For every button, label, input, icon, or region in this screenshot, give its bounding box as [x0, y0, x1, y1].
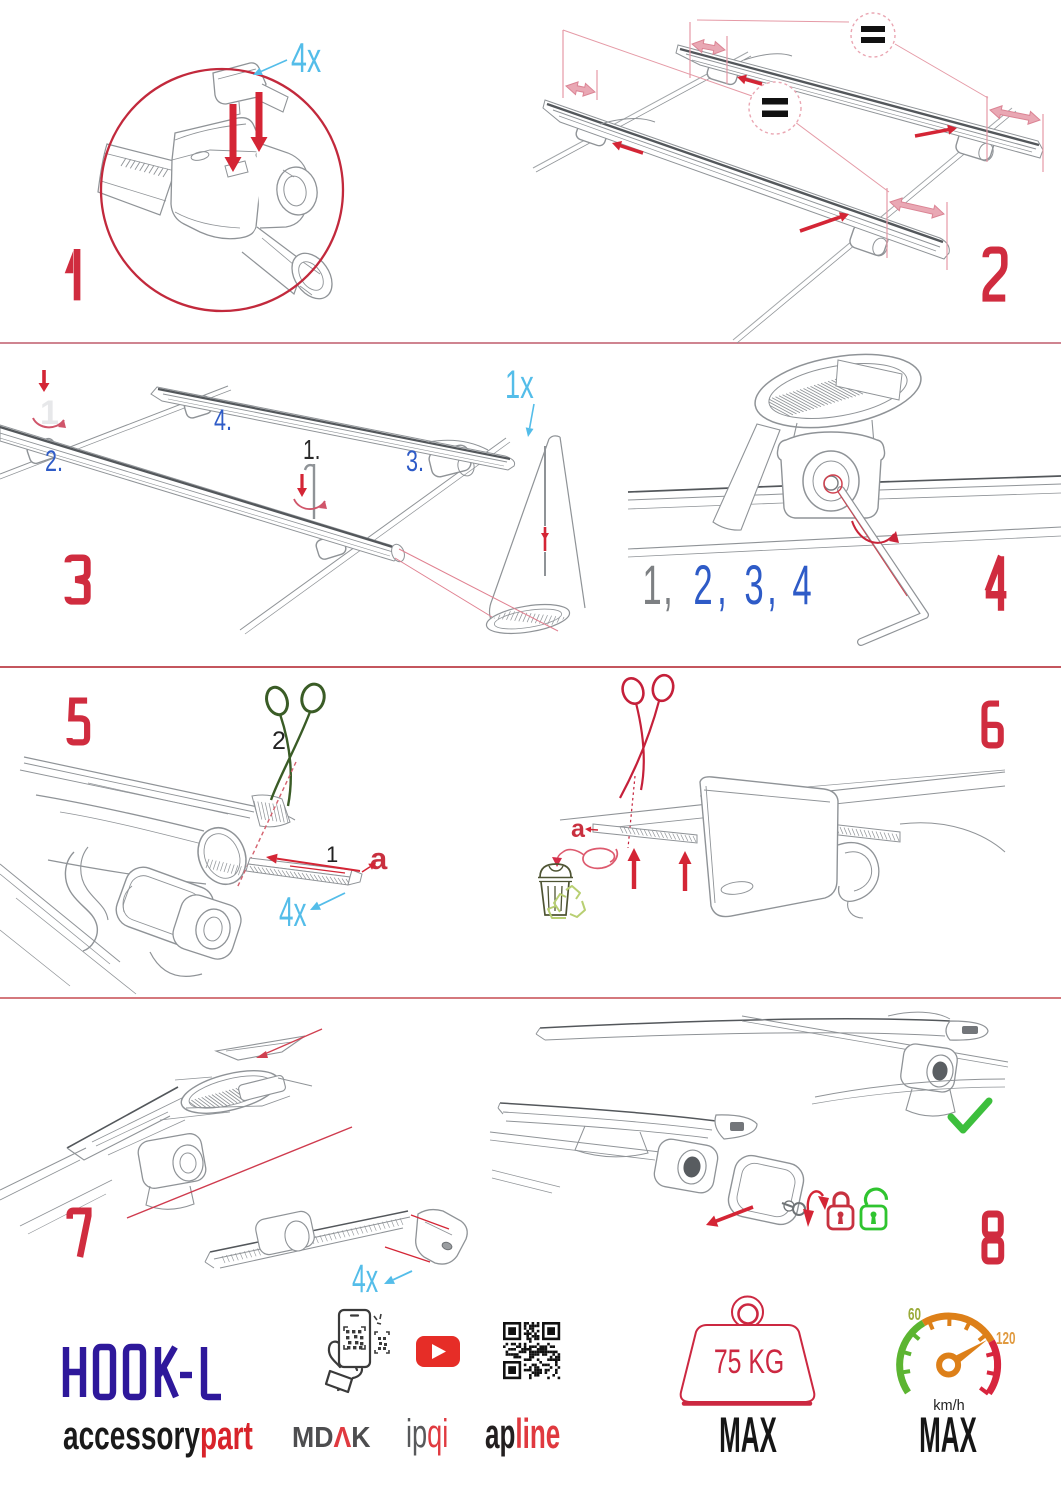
svg-text:MDΛK: MDΛK [292, 1421, 371, 1453]
svg-text:3.: 3. [406, 443, 424, 477]
svg-text:4.: 4. [214, 402, 232, 436]
svg-text:a: a [370, 841, 388, 876]
svg-text:75 KG: 75 KG [714, 1343, 784, 1381]
svg-text:1.: 1. [303, 435, 321, 466]
svg-text:,: , [767, 554, 777, 617]
svg-text:120: 120 [996, 1329, 1016, 1349]
svg-text:4x: 4x [279, 889, 307, 936]
svg-text:accessorypart: accessorypart [63, 1414, 253, 1458]
svg-text:,: , [717, 554, 727, 617]
svg-text:2.: 2. [45, 443, 63, 477]
svg-text:km/h: km/h [933, 1398, 964, 1414]
svg-text:2: 2 [693, 554, 712, 617]
svg-text:2: 2 [272, 727, 286, 755]
svg-text:a: a [571, 815, 586, 843]
svg-text:1: 1 [642, 554, 661, 617]
svg-text:4: 4 [792, 554, 811, 617]
svg-text:4x: 4x [291, 33, 321, 81]
svg-text:1: 1 [40, 394, 59, 432]
svg-text:ipqi: ipqi [406, 1412, 448, 1456]
svg-text:1x: 1x [505, 363, 534, 407]
svg-text:,: , [663, 554, 673, 617]
svg-text:60: 60 [908, 1305, 921, 1325]
svg-text:3: 3 [744, 554, 763, 617]
svg-text:MAX: MAX [719, 1408, 777, 1463]
svg-text:1: 1 [326, 842, 338, 867]
svg-text:MAX: MAX [919, 1408, 977, 1463]
svg-text:4x: 4x [352, 1257, 378, 1301]
svg-text:apline: apline [485, 1411, 560, 1458]
